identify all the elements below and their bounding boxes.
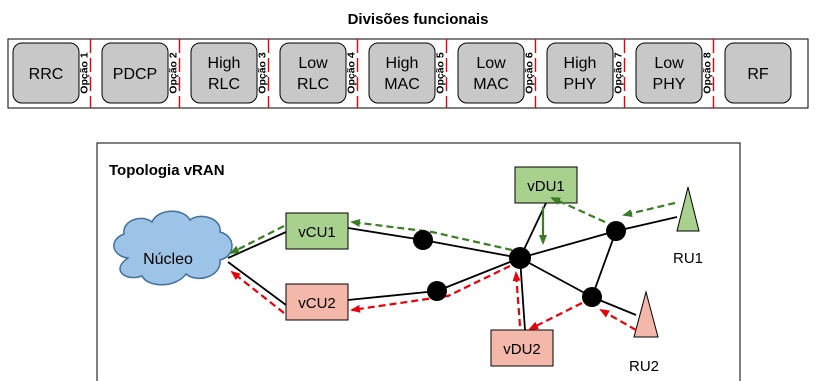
split-block	[12, 42, 80, 104]
split-block-label: RLC	[208, 76, 240, 93]
split-block-label: High	[564, 55, 597, 72]
hub-node	[509, 247, 531, 269]
split-block-label: High	[208, 55, 241, 72]
link-hub-vdu2	[519, 257, 526, 331]
split-block-label: PDCP	[113, 66, 157, 83]
link-sw3-ru1	[615, 216, 678, 232]
split-block-label: Low	[476, 55, 506, 72]
split-block-label: MAC	[384, 76, 420, 93]
split-block-label: High	[386, 55, 419, 72]
red-arrow-vdu2-hub	[512, 271, 522, 327]
switch-node-3	[606, 221, 626, 241]
option-label: Opção 7	[613, 52, 625, 94]
vdu2-label: vDU2	[503, 341, 541, 358]
link-sw2-hub	[436, 257, 521, 292]
vcu2-box	[285, 283, 349, 321]
switch-node-4	[582, 287, 602, 307]
switch-node-2	[427, 281, 447, 301]
split-block	[101, 42, 169, 104]
link-hub-sw3	[519, 230, 617, 259]
option-label: Opção 5	[435, 52, 447, 94]
ru2-label: RU2	[629, 358, 659, 375]
option-label: Opção 8	[702, 52, 714, 94]
split-block	[724, 42, 792, 104]
split-block-label: Low	[298, 55, 328, 72]
link-sw1-hub	[422, 239, 521, 259]
split-block-label: RRC	[29, 66, 64, 83]
red-arrow-sw4-vdu2	[528, 302, 583, 330]
vdu2-box	[490, 329, 554, 367]
option-label: Opção 6	[524, 52, 536, 94]
vcu1-label: vCU1	[298, 224, 336, 241]
split-block	[635, 42, 703, 104]
split-block	[368, 42, 436, 104]
vdu1-box	[514, 166, 578, 204]
red-arrow-hub-vcu2	[350, 265, 511, 313]
split-block-label: RF	[747, 66, 769, 83]
core-label: Núcleo	[143, 251, 193, 268]
link-core-vcu2	[227, 261, 287, 306]
split-block	[279, 42, 347, 104]
ru2-antenna-icon	[633, 290, 659, 338]
green-arrow-hub-vcu1	[350, 219, 513, 252]
red-arrow-ru2-sw4	[599, 309, 637, 331]
core-cloud: Núcleo	[113, 210, 233, 286]
option-label: Opção 3	[257, 52, 269, 94]
link-vcu1-sw1	[347, 227, 424, 241]
red-flow	[230, 265, 637, 331]
green-arrow-sw3-vdu1	[550, 196, 606, 224]
option-label: Opção 4	[346, 52, 358, 94]
link-sw3-sw4	[591, 230, 617, 298]
link-vcu2-sw2	[347, 290, 438, 301]
split-block	[190, 42, 258, 104]
split-block-label: RLC	[297, 76, 329, 93]
splits-title: Divisões funcionais	[348, 11, 489, 28]
option-label: Opção 1	[79, 52, 91, 94]
link-hub-sw4	[519, 257, 593, 298]
red-arrow-vcu2-core	[230, 270, 285, 314]
split-block	[457, 42, 525, 104]
option-label: Opção 2	[168, 52, 180, 94]
ru1-antenna-icon	[676, 186, 700, 232]
split-block-label: PHY	[564, 76, 597, 93]
green-arrow-ru1-sw3	[622, 201, 676, 218]
split-block-label: Low	[654, 55, 684, 72]
vcu1-box	[285, 212, 349, 250]
split-block-label: PHY	[653, 76, 686, 93]
switch-node-1	[413, 230, 433, 250]
split-block	[546, 42, 614, 104]
topology-title: Topologia vRAN	[109, 162, 225, 179]
ru1-label: RU1	[673, 250, 703, 267]
green-arrow-vcu1-core	[229, 225, 285, 254]
split-block-label: MAC	[473, 76, 509, 93]
green-flow	[229, 196, 676, 254]
vdu1-label: vDU1	[527, 178, 565, 195]
vcu2-label: vCU2	[298, 295, 336, 312]
